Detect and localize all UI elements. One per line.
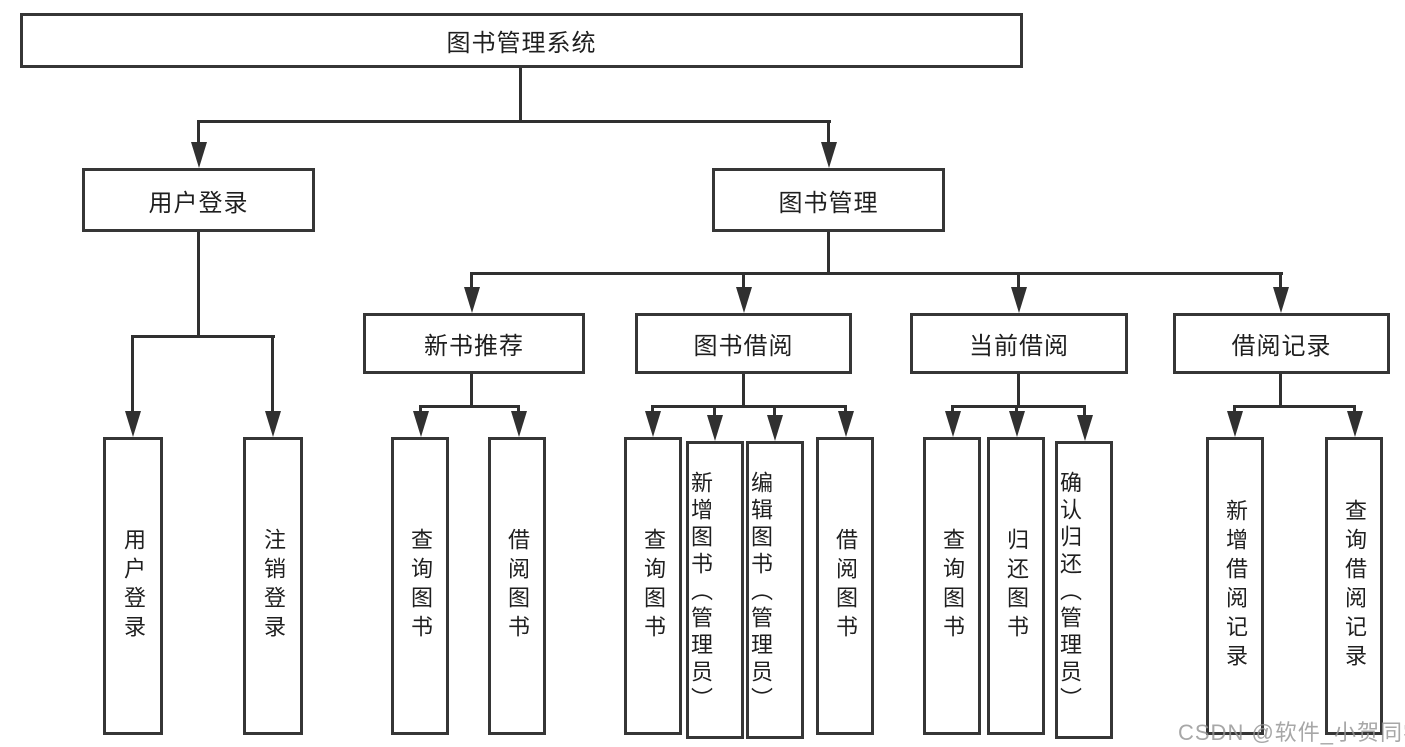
arrowhead-icon	[707, 415, 723, 441]
arrowhead-icon	[838, 411, 854, 437]
arrowhead-icon	[1347, 411, 1363, 437]
node-label: 图书管理系统	[446, 30, 597, 57]
leaf-return-books: 归还图书	[987, 437, 1045, 735]
leaf-confirm-return-admin: 确认归还（管理员）	[1055, 441, 1113, 739]
connector-level2-bar	[197, 120, 831, 123]
arrowhead-icon	[1077, 415, 1093, 441]
leaf-label: 借阅图书	[505, 528, 530, 644]
leaf-add-borrow-record: 新增借阅记录	[1206, 437, 1264, 735]
leaf-label: 新增图书（管理员）	[688, 471, 713, 714]
leaf-query-books-recommend: 查询图书	[391, 437, 449, 735]
node-label: 图书借阅	[693, 333, 794, 360]
arrowhead-icon	[821, 142, 837, 168]
leaf-edit-books-admin: 编辑图书（管理员）	[746, 441, 804, 739]
arrowhead-icon	[125, 411, 141, 437]
connector-drop	[131, 335, 134, 413]
connector-current-stub	[1017, 374, 1020, 408]
node-borrow-records: 借阅记录	[1173, 313, 1390, 374]
connector-drop	[773, 405, 776, 417]
arrowhead-icon	[1009, 411, 1025, 437]
connector-drop	[1015, 405, 1018, 413]
node-label: 用户登录	[148, 189, 249, 217]
leaf-label: 借阅图书	[833, 528, 858, 644]
connector-root-stub	[519, 68, 522, 122]
connector-drop	[1017, 272, 1020, 289]
connector-borrow-bar	[651, 405, 847, 408]
leaf-user-login: 用户登录	[103, 437, 163, 735]
connector-drop	[827, 120, 830, 144]
node-label: 新书推荐	[424, 333, 524, 360]
connector-drop	[1083, 405, 1086, 417]
connector-drop	[1353, 405, 1356, 413]
leaf-label: 编辑图书（管理员）	[748, 471, 773, 714]
leaf-query-borrow-record: 查询借阅记录	[1325, 437, 1383, 735]
leaf-label: 注销登录	[261, 528, 286, 644]
arrowhead-icon	[1227, 411, 1243, 437]
connector-current-bar	[951, 405, 1086, 408]
leaf-query-books-borrowing: 查询图书	[624, 437, 682, 735]
leaf-label: 用户登录	[121, 528, 146, 644]
node-book-management: 图书管理	[712, 168, 945, 232]
connector-user-login-stub	[197, 232, 200, 338]
connector-drop	[271, 335, 274, 413]
leaf-label: 新增借阅记录	[1223, 499, 1248, 673]
node-book-borrowing: 图书借阅	[635, 313, 852, 374]
node-current-borrowing: 当前借阅	[910, 313, 1128, 374]
node-library-management-system: 图书管理系统	[20, 13, 1023, 68]
connector-records-bar	[1233, 405, 1356, 408]
arrowhead-icon	[413, 411, 429, 437]
connector-drop	[419, 405, 422, 413]
leaf-query-books-current: 查询图书	[923, 437, 981, 735]
connector-drop	[742, 272, 745, 289]
node-label: 图书管理	[778, 189, 879, 217]
connector-drop	[713, 405, 716, 417]
node-label: 当前借阅	[969, 333, 1069, 360]
connector-records-stub	[1279, 374, 1282, 408]
leaf-label: 查询图书	[408, 528, 433, 644]
connector-drop	[1279, 272, 1282, 289]
node-new-book-recommend: 新书推荐	[363, 313, 585, 374]
connector-level3-bar	[470, 272, 1283, 275]
leaf-logout: 注销登录	[243, 437, 303, 735]
leaf-label: 查询借阅记录	[1342, 499, 1367, 673]
csdn-watermark: CSDN @软件_小贺同学	[1178, 720, 1405, 745]
arrowhead-icon	[645, 411, 661, 437]
arrowhead-icon	[736, 287, 752, 313]
arrowhead-icon	[767, 415, 783, 441]
arrowhead-icon	[265, 411, 281, 437]
connector-drop	[844, 405, 847, 413]
connector-book-mgmt-stub	[827, 232, 830, 275]
connector-drop	[651, 405, 654, 413]
leaf-add-books-admin: 新增图书（管理员）	[686, 441, 744, 739]
leaf-label: 归还图书	[1004, 528, 1029, 644]
arrowhead-icon	[945, 411, 961, 437]
connector-borrow-stub	[742, 374, 745, 408]
connector-new-rec-bar	[419, 405, 520, 408]
connector-new-rec-stub	[470, 374, 473, 408]
connector-drop	[197, 120, 200, 144]
leaf-label: 查询图书	[940, 528, 965, 644]
node-user-login: 用户登录	[82, 168, 315, 232]
connector-drop	[951, 405, 954, 413]
leaf-borrow-books-recommend: 借阅图书	[488, 437, 546, 735]
connector-drop	[470, 272, 473, 289]
node-label: 借阅记录	[1231, 333, 1332, 360]
connector-drop	[1233, 405, 1236, 413]
leaf-borrow-books: 借阅图书	[816, 437, 874, 735]
arrowhead-icon	[1273, 287, 1289, 313]
arrowhead-icon	[191, 142, 207, 168]
arrowhead-icon	[511, 411, 527, 437]
leaf-label: 查询图书	[641, 528, 666, 644]
connector-drop	[517, 405, 520, 413]
arrowhead-icon	[464, 287, 480, 313]
arrowhead-icon	[1011, 287, 1027, 313]
leaf-label: 确认归还（管理员）	[1057, 471, 1082, 714]
connector-user-login-bar	[131, 335, 275, 338]
